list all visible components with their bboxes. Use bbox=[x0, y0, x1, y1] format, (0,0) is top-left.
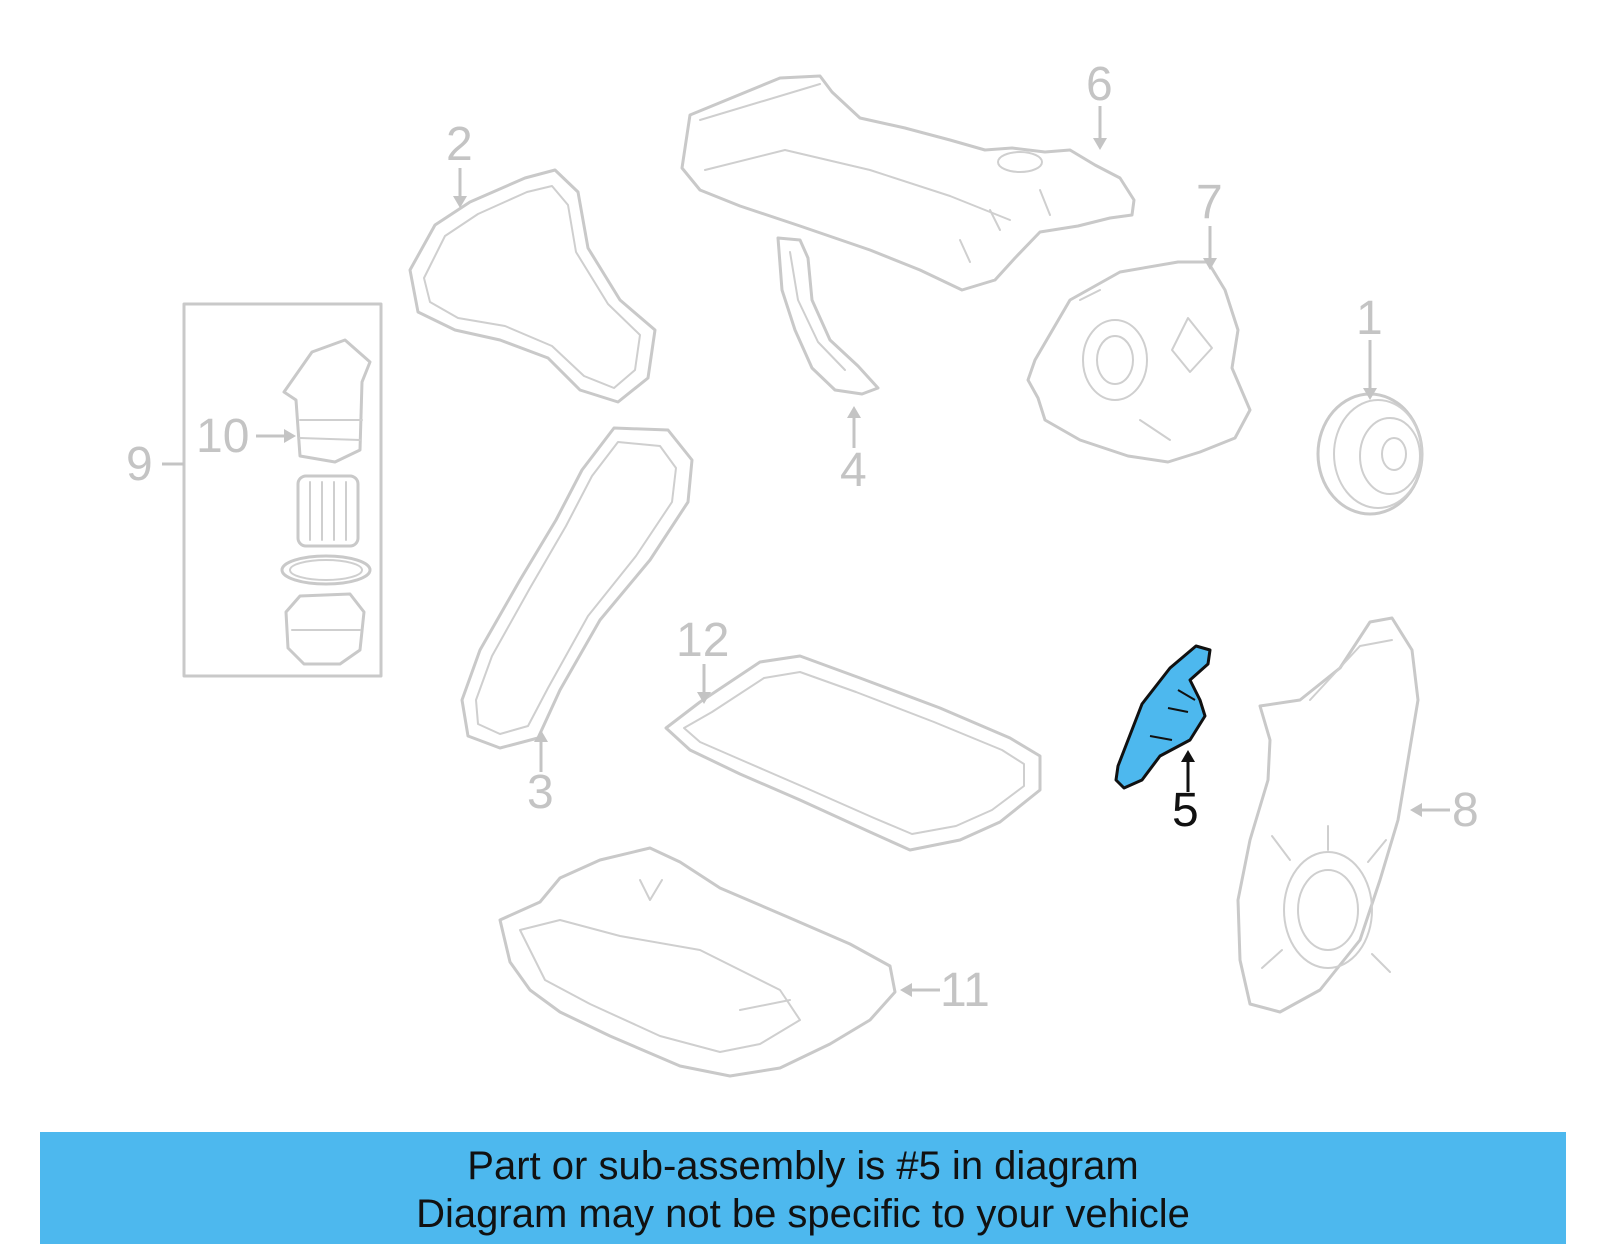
callout-7: 7 bbox=[1196, 176, 1223, 229]
leader-line-2 bbox=[453, 168, 467, 208]
callout-1: 1 bbox=[1356, 292, 1383, 345]
leader-line-10 bbox=[256, 429, 296, 443]
part-11-oil-pan bbox=[498, 846, 897, 1078]
leader-line-11 bbox=[900, 983, 940, 997]
part-6-valve-cover bbox=[680, 74, 1136, 292]
callout-6: 6 bbox=[1086, 58, 1113, 111]
banner-line-part-number: Part or sub-assembly is #5 in diagram bbox=[467, 1144, 1139, 1188]
part-5-highlighted bbox=[1114, 644, 1212, 790]
part-2-gasket bbox=[408, 168, 657, 404]
part-1-pulley bbox=[1316, 392, 1424, 516]
part-4-guide bbox=[776, 236, 880, 396]
info-banner: Part or sub-assembly is #5 in diagram Di… bbox=[40, 1132, 1566, 1244]
callout-12: 12 bbox=[676, 614, 729, 667]
callout-3: 3 bbox=[527, 766, 554, 819]
leader-line-1 bbox=[1363, 340, 1377, 400]
part-8-timing-cover bbox=[1236, 616, 1420, 1014]
callout-2: 2 bbox=[446, 118, 473, 171]
leader-line-5 bbox=[1181, 750, 1195, 792]
callout-10: 10 bbox=[196, 410, 249, 463]
callout-9: 9 bbox=[126, 438, 153, 491]
part-7-housing bbox=[1026, 260, 1252, 464]
callout-4: 4 bbox=[840, 444, 867, 497]
part-3-chain bbox=[460, 426, 694, 750]
callout-11: 11 bbox=[940, 964, 990, 1017]
leader-line-6 bbox=[1093, 106, 1107, 150]
callout-8: 8 bbox=[1452, 784, 1479, 837]
part-9-oil-filter-assembly bbox=[182, 302, 383, 678]
leader-line-3 bbox=[534, 730, 548, 772]
leader-line-8 bbox=[1410, 803, 1450, 817]
leader-line-4 bbox=[847, 406, 861, 448]
banner-line-disclaimer: Diagram may not be specific to your vehi… bbox=[416, 1192, 1190, 1236]
part-12-oil-pan-gasket bbox=[664, 654, 1042, 852]
leader-line-12 bbox=[697, 664, 711, 704]
leader-line-7 bbox=[1203, 226, 1217, 270]
callout-5: 5 bbox=[1172, 784, 1199, 837]
